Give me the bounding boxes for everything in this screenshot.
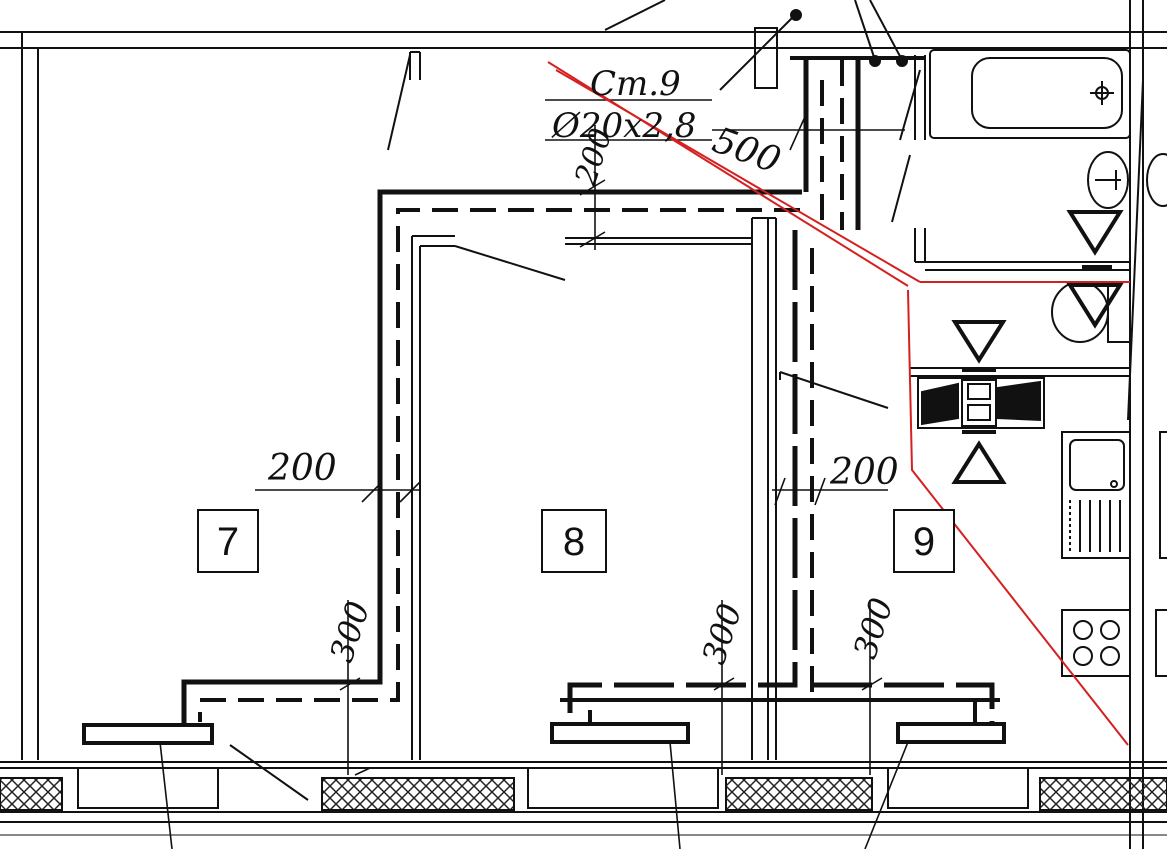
room-7-tag: 7 (197, 509, 259, 573)
dim-room7-window: 300 (322, 597, 377, 667)
room-7-number: 7 (217, 520, 239, 564)
bathtub (929, 49, 1131, 139)
riser-leaders (604, 0, 1144, 421)
wall-insulation (0, 777, 1167, 811)
window-openings (77, 744, 1029, 809)
sink-washbasin (1087, 151, 1167, 209)
dim-room9-wall: 200 (829, 452, 899, 493)
dim-room7-wall: 200 (267, 448, 337, 489)
kitchen-counter (910, 367, 1130, 429)
dimension-lines (159, 99, 909, 849)
kitchen-sink (1061, 431, 1167, 559)
pipe-length-label: 500 (707, 120, 786, 182)
pipe-loop-room-8-9 (550, 60, 1006, 744)
room-8-tag: 8 (541, 509, 607, 573)
interior-partitions (387, 51, 889, 760)
red-markup-lines (547, 61, 1130, 746)
bathroom-partitions (891, 55, 1130, 271)
airflow-markers (951, 210, 1124, 484)
room-9-tag: 9 (893, 509, 955, 573)
pipe-loop-room-7 (82, 189, 802, 745)
dim-room9-window: 300 (846, 593, 901, 663)
room-8-number: 8 (563, 520, 585, 564)
pipe-size-label: Ø20х2,8 (551, 106, 696, 146)
pipe-grade-label: Ст.9 (590, 64, 681, 104)
dim-room8-window: 300 (694, 599, 749, 669)
room-9-number: 9 (913, 520, 935, 564)
stove-cooktop (1061, 609, 1167, 677)
